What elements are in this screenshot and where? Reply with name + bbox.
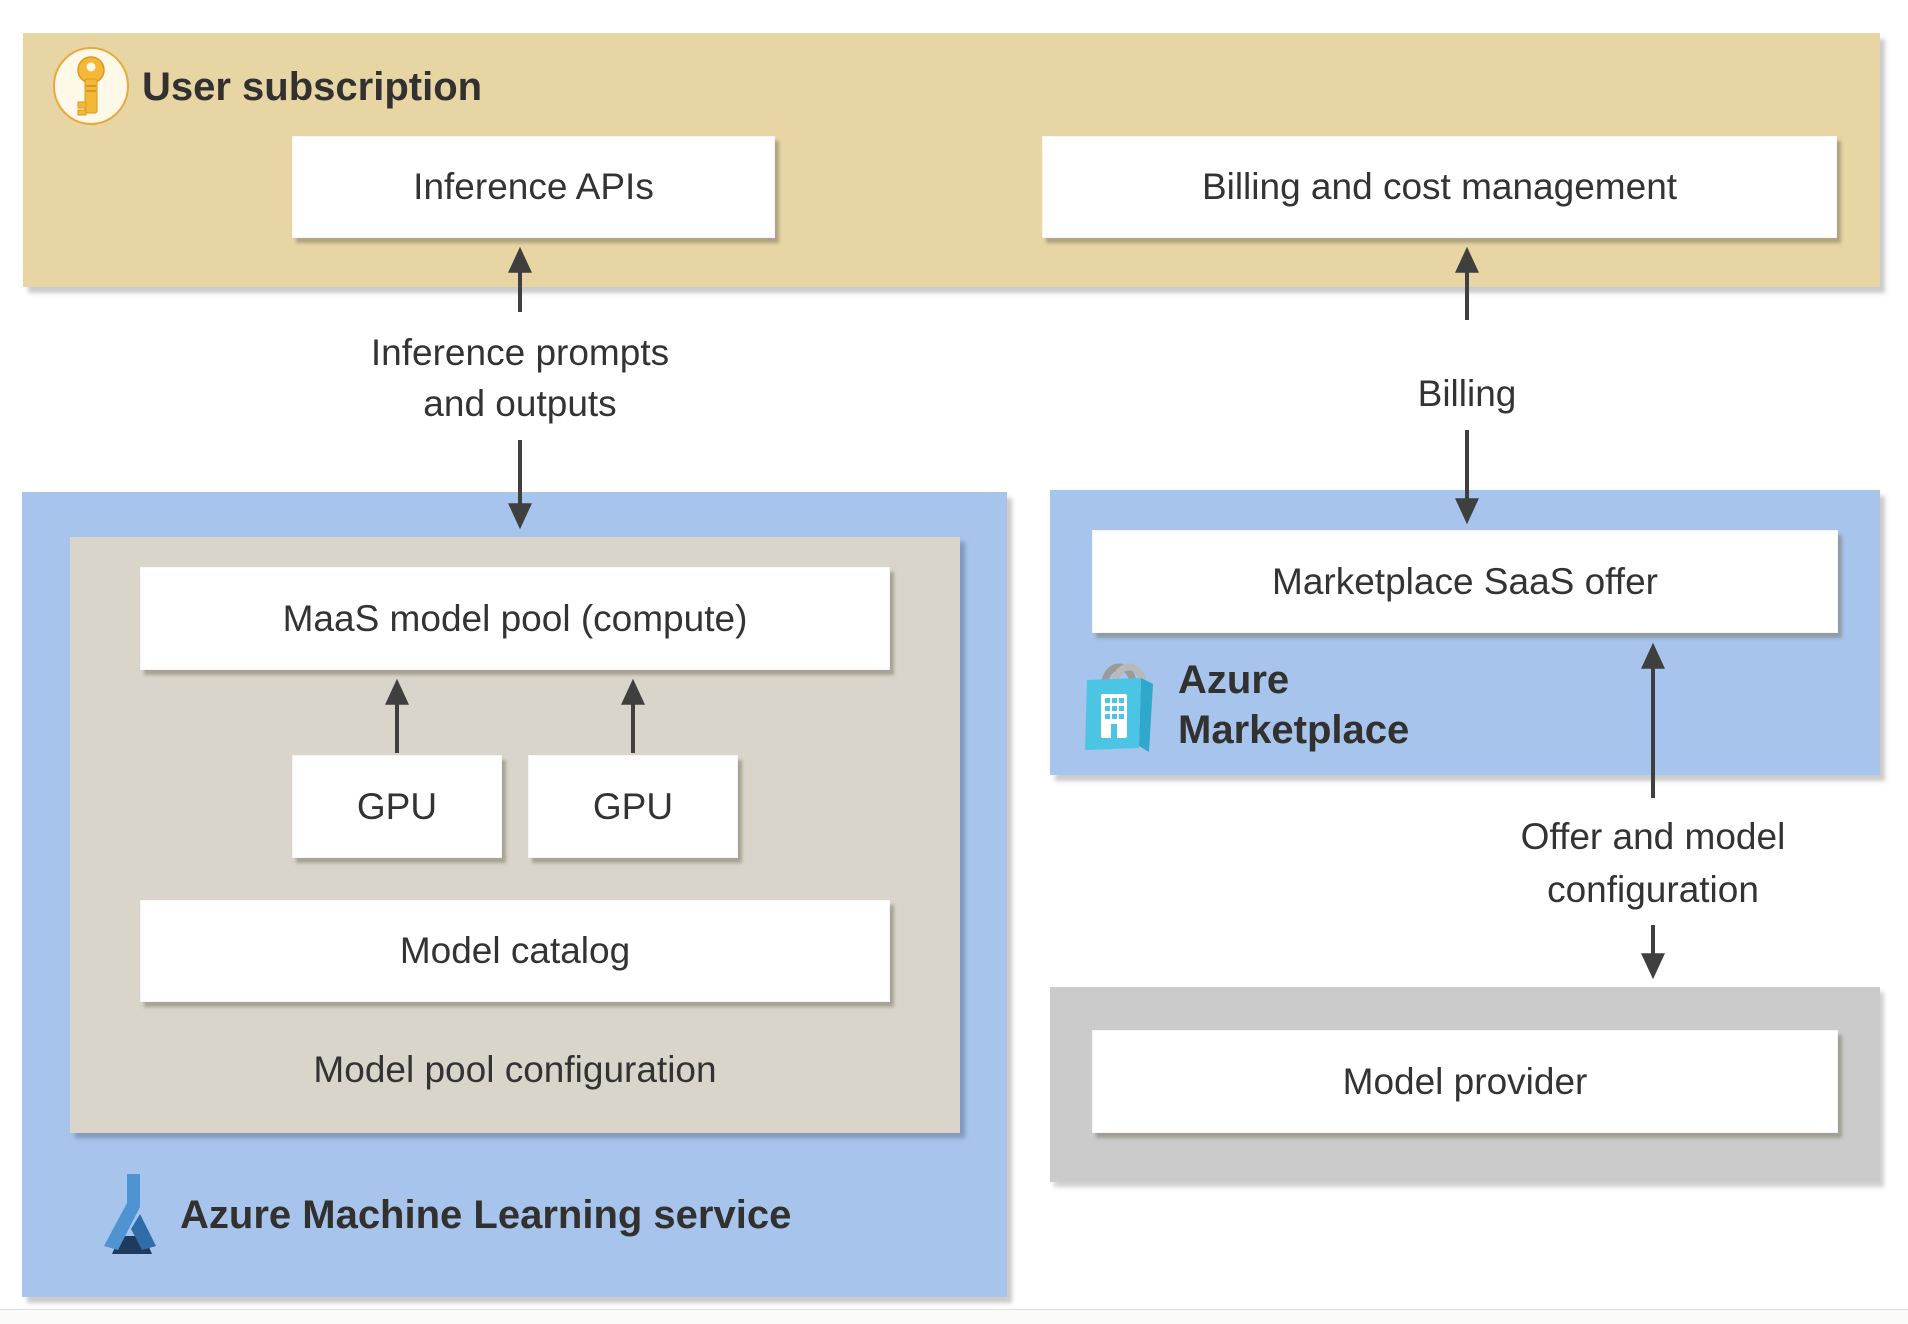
model-catalog-label: Model catalog <box>399 930 631 971</box>
inference-apis-box: Inference APIs <box>292 136 775 238</box>
maas-pool-box: MaaS model pool (compute) <box>140 567 890 670</box>
offer-arrow-label: Offer and model configuration <box>1453 810 1853 916</box>
inference-arrow-label-line2: and outputs <box>423 383 617 424</box>
azure-marketplace-title: Azure Marketplace <box>1178 655 1409 755</box>
model-pool-config-label: Model pool configuration <box>313 1049 717 1090</box>
shopping-bag-icon <box>1085 663 1153 752</box>
model-catalog-box: Model catalog <box>140 900 890 1002</box>
flask-icon <box>104 1174 156 1254</box>
model-provider-label: Model provider <box>1342 1060 1588 1102</box>
azure-marketplace-title-line1: Azure <box>1178 658 1290 702</box>
marketplace-saas-box: Marketplace SaaS offer <box>1092 530 1838 633</box>
maas-pool-label: MaaS model pool (compute) <box>282 597 748 639</box>
model-provider-box: Model provider <box>1092 1030 1838 1133</box>
gpu-right-box: GPU <box>528 755 738 858</box>
user-subscription-title: User subscription <box>142 65 483 109</box>
inference-arrow-label-line1: Inference prompts <box>370 332 670 373</box>
billing-cost-box: Billing and cost management <box>1042 136 1837 238</box>
billing-arrow-label: Billing <box>1417 373 1517 414</box>
azure-marketplace-title-line2: Marketplace <box>1178 708 1410 752</box>
gpu-left-label: GPU <box>356 785 438 827</box>
key-icon <box>53 47 129 125</box>
gpu-right-label: GPU <box>592 785 674 827</box>
offer-arrow-label-line1: Offer and model <box>1520 816 1786 857</box>
billing-cost-label: Billing and cost management <box>1201 166 1678 207</box>
inference-apis-label: Inference APIs <box>413 166 654 207</box>
offer-arrow-label-line2: configuration <box>1547 869 1759 910</box>
gpu-left-box: GPU <box>292 755 502 858</box>
inference-arrow-label: Inference prompts and outputs <box>270 327 770 429</box>
azure-ml-title: Azure Machine Learning service <box>180 1193 792 1237</box>
marketplace-saas-label: Marketplace SaaS offer <box>1272 560 1658 602</box>
bottom-edge-strip <box>0 1309 1908 1324</box>
